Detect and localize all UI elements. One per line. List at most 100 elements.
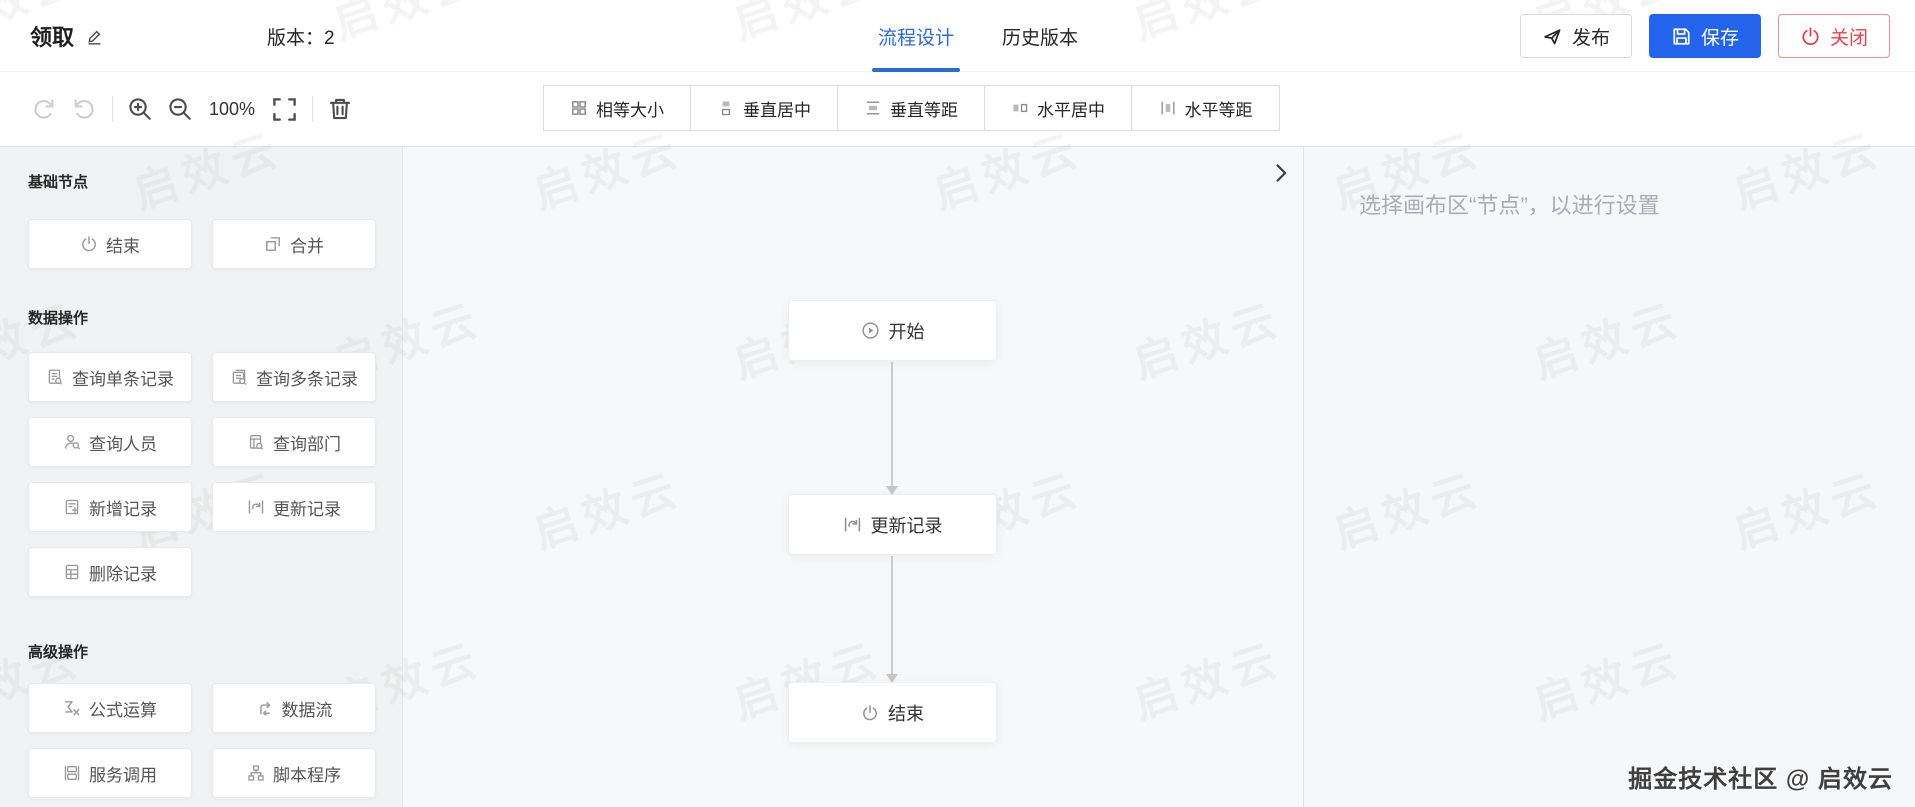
formula-icon xyxy=(63,699,81,717)
top-bar: 领取 版本：2 流程设计 历史版本 发布 保存 关闭 xyxy=(0,0,1915,72)
flow-title: 领取 xyxy=(30,25,75,50)
palette-item-label: 公式运算 xyxy=(89,700,157,720)
update-record-icon xyxy=(247,498,265,516)
publish-label: 发布 xyxy=(1571,27,1610,49)
align-button-label: 水平等距 xyxy=(1184,100,1253,120)
add-record-icon xyxy=(63,498,81,516)
redo-icon[interactable] xyxy=(71,96,98,123)
align-button-label: 垂直等距 xyxy=(890,100,958,120)
vertical-center-button[interactable]: 垂直居中 xyxy=(691,86,838,130)
palette-item-formula[interactable]: 公式运算 xyxy=(28,683,192,733)
save-icon xyxy=(1671,26,1692,47)
palette-item-query-person[interactable]: 查询人员 xyxy=(28,417,192,467)
vertical-spacing-icon xyxy=(864,99,882,117)
edge-arrowhead xyxy=(886,674,898,683)
vertical-center-icon xyxy=(717,99,735,117)
palette-item-query-multi-record[interactable]: 查询多条记录 xyxy=(212,352,376,402)
edit-title-icon[interactable] xyxy=(85,27,104,46)
palette-item-query-department[interactable]: 查询部门 xyxy=(212,417,376,467)
close-label: 关闭 xyxy=(1829,27,1868,49)
canvas-toolbar: 100% 相等大小 垂直居中 垂直等距 水平居中 水平等距 xyxy=(0,72,1915,147)
update-record-icon xyxy=(843,515,862,534)
section-title-data-ops: 数据操作 xyxy=(28,310,89,327)
horizontal-center-button[interactable]: 水平居中 xyxy=(985,86,1132,130)
service-call-icon xyxy=(63,764,81,782)
palette-item-label: 结束 xyxy=(106,236,140,256)
merge-icon xyxy=(264,235,282,253)
dataflow-icon xyxy=(256,699,274,717)
zoom-in-icon[interactable] xyxy=(127,96,153,122)
palette-item-query-single-record[interactable]: 查询单条记录 xyxy=(28,352,192,402)
palette-item-end[interactable]: 结束 xyxy=(28,219,192,269)
power-icon xyxy=(1800,26,1821,47)
person-search-icon xyxy=(63,433,81,451)
publish-button[interactable]: 发布 xyxy=(1519,14,1632,58)
save-button[interactable]: 保存 xyxy=(1648,14,1761,58)
toolbar-divider xyxy=(112,96,113,122)
delete-record-icon xyxy=(63,563,81,581)
node-label: 结束 xyxy=(888,703,924,724)
horizontal-center-icon xyxy=(1011,99,1029,117)
tab-bar: 流程设计 历史版本 xyxy=(871,0,1078,72)
palette-item-label: 合并 xyxy=(290,236,324,256)
zoom-out-icon[interactable] xyxy=(167,96,193,122)
palette-item-label: 脚本程序 xyxy=(273,765,341,785)
equal-size-button[interactable]: 相等大小 xyxy=(544,86,691,130)
horizontal-spacing-icon xyxy=(1159,99,1177,117)
palette-item-label: 查询部门 xyxy=(273,434,341,454)
palette-item-dataflow[interactable]: 数据流 xyxy=(212,683,376,733)
align-toolbar: 相等大小 垂直居中 垂直等距 水平居中 水平等距 xyxy=(543,85,1280,131)
tab-label: 历史版本 xyxy=(1002,27,1079,49)
edge-start-to-update xyxy=(891,362,893,487)
save-label: 保存 xyxy=(1700,27,1739,49)
edge-update-to-end xyxy=(891,556,893,674)
palette-item-script[interactable]: 脚本程序 xyxy=(212,748,376,798)
palette-item-label: 查询多条记录 xyxy=(256,369,358,389)
tab-label: 流程设计 xyxy=(878,27,955,49)
palette-item-label: 新增记录 xyxy=(89,499,157,519)
department-search-icon xyxy=(247,433,265,451)
palette-item-label: 服务调用 xyxy=(89,765,157,785)
palette-item-label: 查询人员 xyxy=(89,434,157,454)
play-circle-icon xyxy=(861,321,880,340)
align-button-label: 垂直居中 xyxy=(743,100,811,120)
section-title-advanced-ops: 高级操作 xyxy=(28,644,89,661)
palette-item-merge[interactable]: 合并 xyxy=(212,219,376,269)
tab-flow-design[interactable]: 流程设计 xyxy=(871,0,961,72)
fit-screen-icon[interactable] xyxy=(271,96,298,123)
watermark-credit: 掘金技术社区 @ 启效云 xyxy=(1628,766,1893,793)
align-button-label: 水平居中 xyxy=(1037,100,1105,120)
zoom-level-readout: 100% xyxy=(209,98,256,119)
node-start[interactable]: 开始 xyxy=(788,300,997,361)
section-title-basic-nodes: 基础节点 xyxy=(28,174,89,191)
node-end[interactable]: 结束 xyxy=(788,682,997,743)
vertical-spacing-button[interactable]: 垂直等距 xyxy=(838,86,985,130)
palette-item-label: 更新记录 xyxy=(273,499,341,519)
close-button[interactable]: 关闭 xyxy=(1777,14,1890,58)
script-icon xyxy=(247,764,265,782)
inspector-placeholder-text: 选择画布区“节点”，以进行设置 xyxy=(1359,193,1660,218)
tab-history-versions[interactable]: 历史版本 xyxy=(1002,0,1078,72)
doc-search-icon xyxy=(46,368,64,386)
node-label: 开始 xyxy=(888,321,925,342)
palette-item-add-record[interactable]: 新增记录 xyxy=(28,482,192,532)
node-settings-panel: 选择画布区“节点”，以进行设置 xyxy=(1303,147,1915,807)
docs-search-icon xyxy=(230,368,248,386)
toolbar-divider xyxy=(312,96,314,122)
node-update-record[interactable]: 更新记录 xyxy=(788,494,997,555)
collapse-panel-icon[interactable] xyxy=(1267,159,1295,187)
horizontal-spacing-button[interactable]: 水平等距 xyxy=(1132,86,1279,130)
palette-item-label: 数据流 xyxy=(281,700,333,720)
flow-canvas[interactable]: 开始 更新记录 结束 xyxy=(403,147,1303,807)
align-button-label: 相等大小 xyxy=(596,100,664,120)
equal-size-icon xyxy=(570,99,588,117)
palette-item-delete-record[interactable]: 删除记录 xyxy=(28,547,192,597)
undo-icon[interactable] xyxy=(30,96,57,123)
power-icon xyxy=(80,235,98,253)
edge-arrowhead xyxy=(886,486,898,495)
version-label: 版本：2 xyxy=(267,27,335,49)
palette-item-service-call[interactable]: 服务调用 xyxy=(28,748,192,798)
send-icon xyxy=(1542,26,1563,47)
palette-item-update-record[interactable]: 更新记录 xyxy=(212,482,376,532)
trash-icon[interactable] xyxy=(327,96,353,122)
